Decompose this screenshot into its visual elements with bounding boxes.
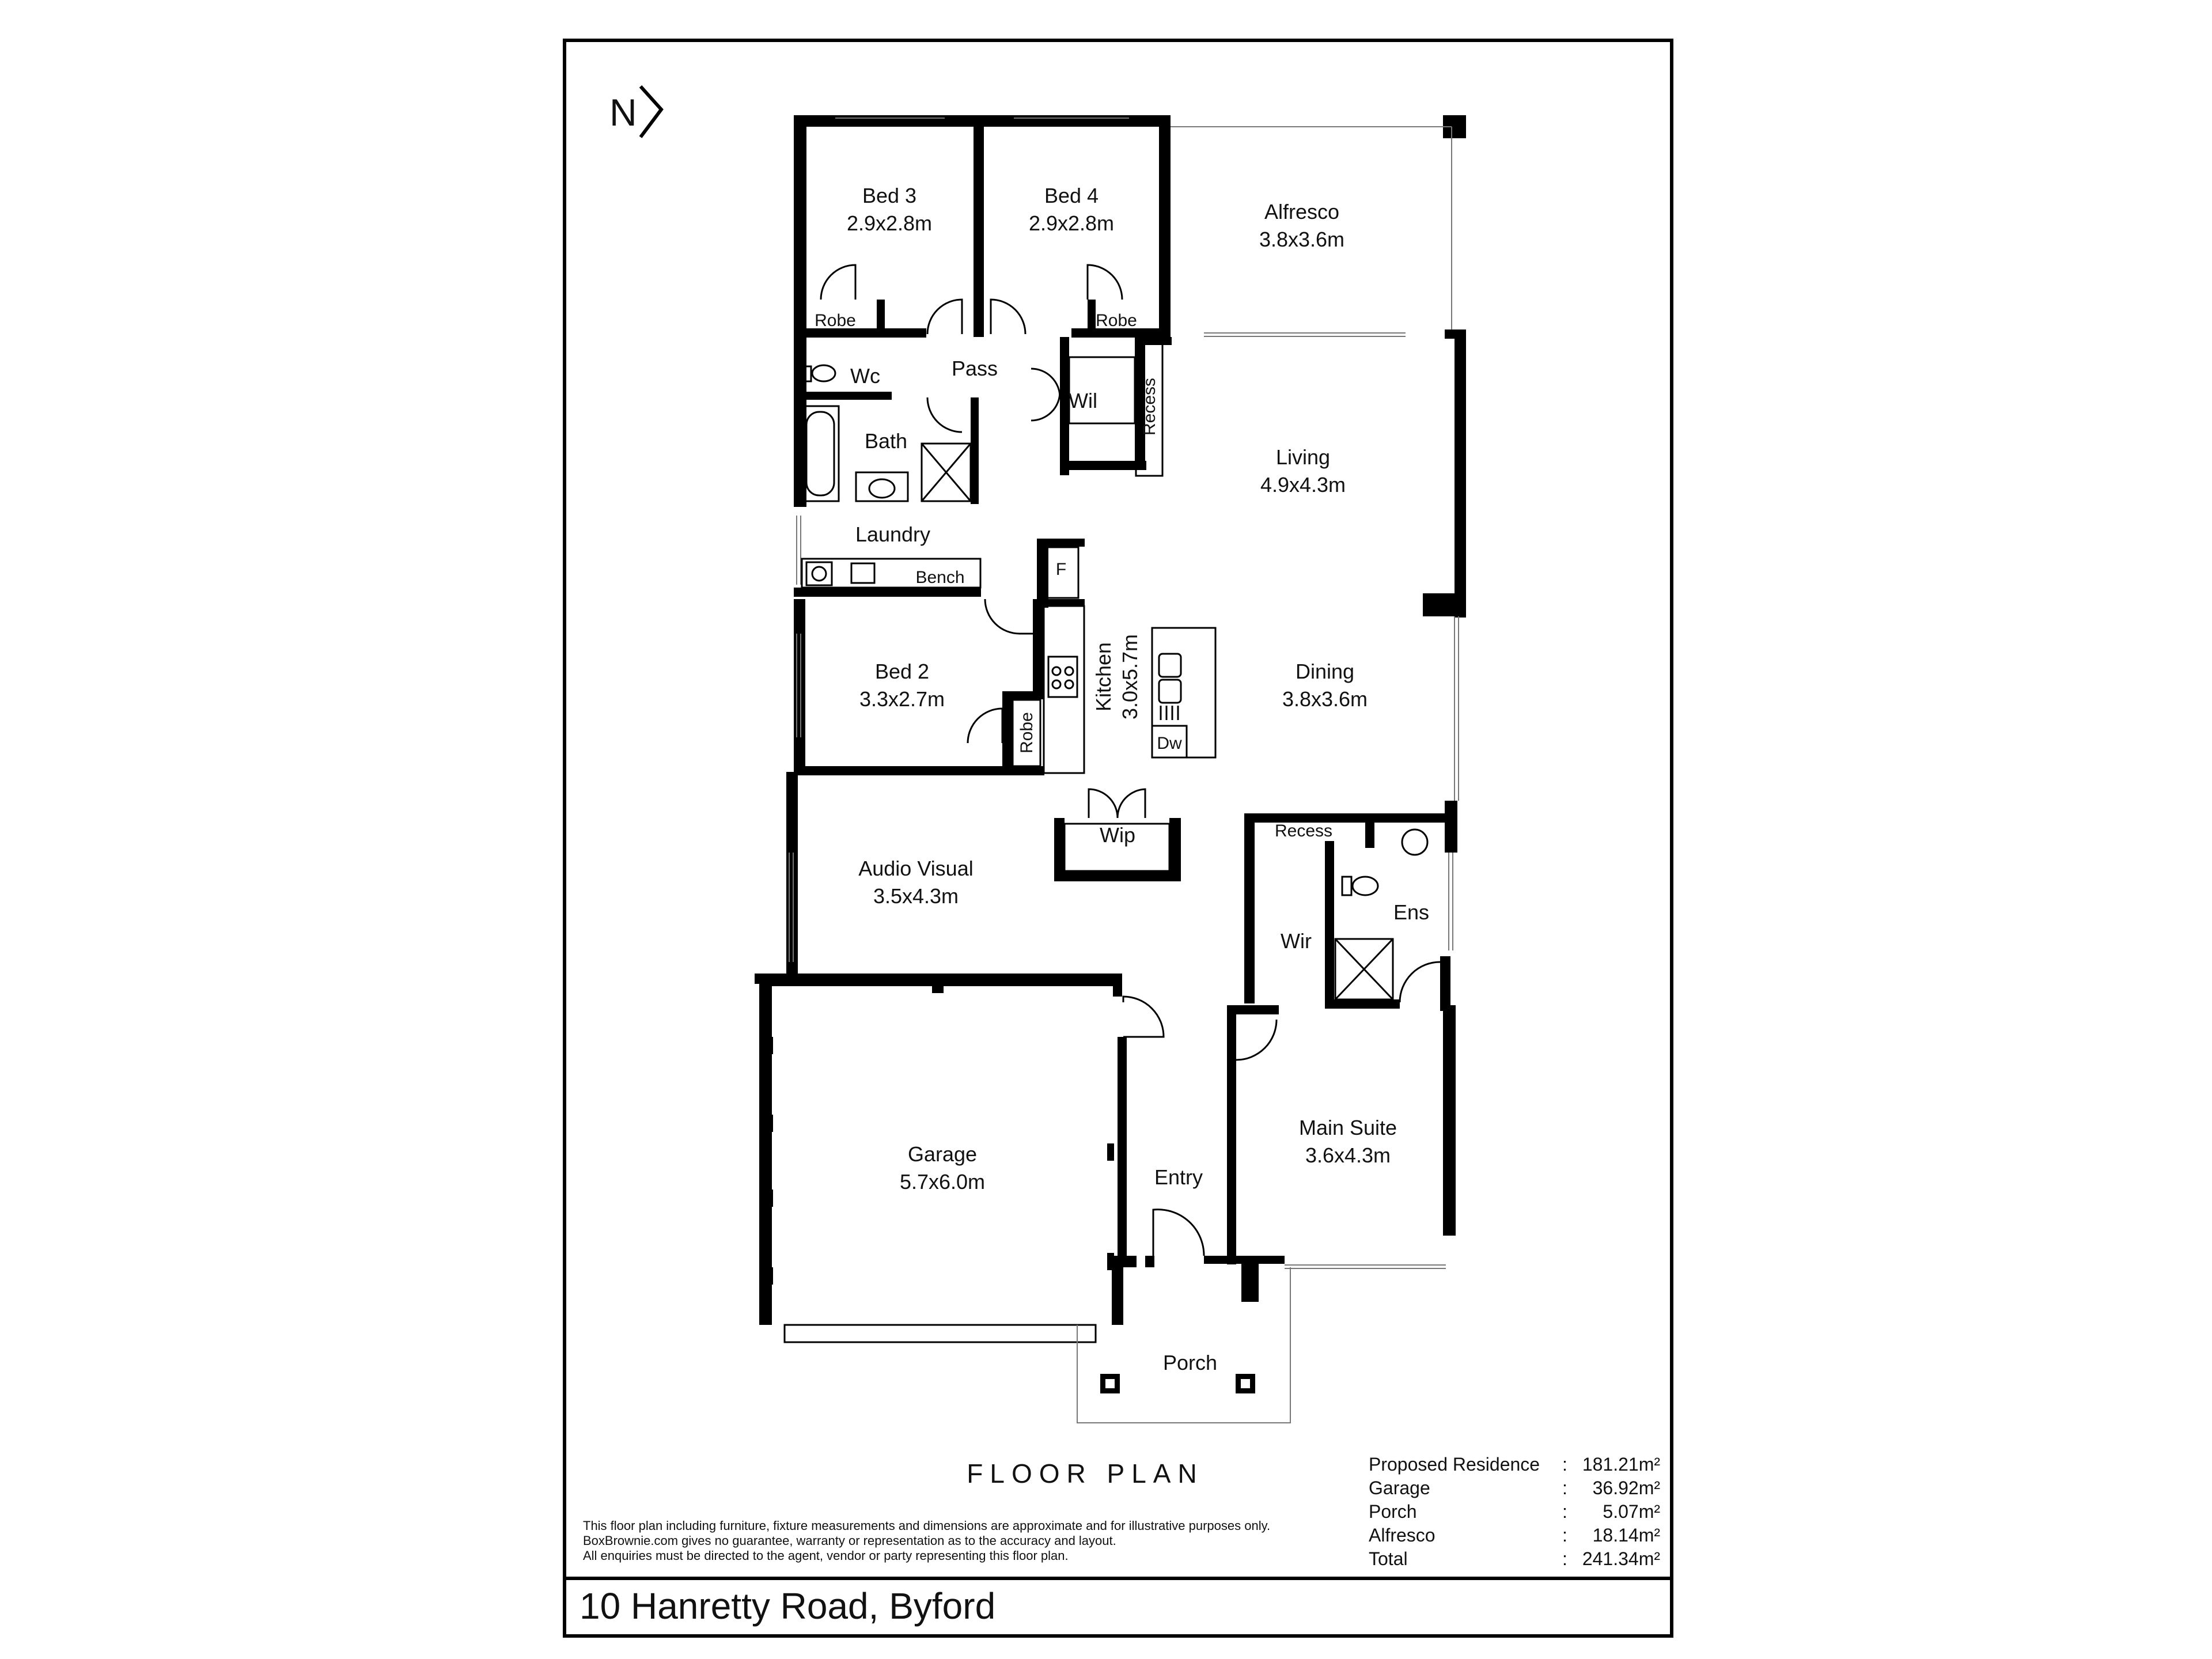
room-robe-bed4: Robe	[1096, 311, 1137, 330]
disclaimer: This floor plan including furniture, fix…	[583, 1518, 1270, 1563]
room-garage-size: 5.7x6.0m	[900, 1170, 985, 1194]
room-bed3-name: Bed 3	[862, 184, 916, 207]
room-audio-visual-size: 3.5x4.3m	[873, 884, 959, 908]
room-wip: Wip	[1100, 823, 1135, 847]
room-garage-name: Garage	[908, 1142, 977, 1166]
room-bed3-size: 2.9x2.8m	[847, 211, 932, 235]
area-label: Proposed Residence	[1369, 1454, 1540, 1475]
room-recess-living: Recess	[1140, 378, 1159, 435]
room-main-suite-name: Main Suite	[1299, 1116, 1397, 1139]
room-bed2-name: Bed 2	[875, 660, 929, 683]
room-porch: Porch	[1163, 1351, 1217, 1374]
area-separator: :	[1562, 1501, 1567, 1522]
room-wc: Wc	[850, 364, 880, 388]
room-entry: Entry	[1154, 1165, 1203, 1189]
area-label: Alfresco	[1369, 1525, 1435, 1546]
room-alfresco-size: 3.8x3.6m	[1259, 228, 1344, 251]
area-value: 181.21m²	[1582, 1454, 1661, 1475]
area-value: 18.14m²	[1593, 1525, 1661, 1546]
area-value: 241.34m²	[1582, 1548, 1661, 1569]
room-labels: Bed 3 2.9x2.8m Bed 4 2.9x2.8m Alfresco 3…	[815, 184, 1429, 1374]
area-summary: Proposed Residence : 181.21m² Garage : 3…	[1369, 1454, 1660, 1569]
disclaimer-line: BoxBrownie.com gives no guarantee, warra…	[583, 1533, 1116, 1548]
room-fridge: F	[1056, 560, 1066, 579]
property-address: 10 Hanretty Road, Byford	[579, 1585, 995, 1627]
room-wil: Wil	[1069, 389, 1097, 412]
room-living-name: Living	[1276, 445, 1330, 469]
room-robe-bed2: Robe	[1017, 712, 1036, 753]
north-arrow-icon: N	[609, 85, 664, 138]
room-wir: Wir	[1281, 929, 1312, 953]
north-label: N	[609, 91, 637, 134]
room-bench: Bench	[915, 568, 964, 587]
room-bed2-size: 3.3x2.7m	[859, 687, 945, 711]
area-separator: :	[1562, 1454, 1567, 1475]
area-separator: :	[1562, 1548, 1567, 1569]
room-main-suite-size: 3.6x4.3m	[1305, 1143, 1391, 1167]
room-dining-size: 3.8x3.6m	[1282, 687, 1368, 711]
room-pass: Pass	[952, 357, 998, 380]
area-value: 36.92m²	[1593, 1478, 1661, 1498]
doors	[820, 264, 1441, 1256]
room-laundry: Laundry	[855, 522, 930, 546]
room-robe-bed3: Robe	[815, 311, 856, 330]
room-kitchen-name: Kitchen	[1092, 642, 1115, 711]
room-kitchen-size: 3.0x5.7m	[1118, 634, 1142, 719]
area-label: Total	[1369, 1548, 1408, 1569]
area-separator: :	[1562, 1525, 1567, 1546]
room-alfresco-name: Alfresco	[1264, 200, 1339, 224]
page-frame	[563, 39, 1673, 1638]
room-recess-suite: Recess	[1275, 821, 1332, 840]
room-living-size: 4.9x4.3m	[1260, 473, 1346, 497]
room-ens: Ens	[1393, 900, 1429, 924]
room-dining-name: Dining	[1296, 660, 1354, 683]
area-value: 5.07m²	[1603, 1501, 1660, 1522]
area-label: Garage	[1369, 1478, 1430, 1498]
area-label: Porch	[1369, 1501, 1417, 1522]
room-dishwasher: Dw	[1157, 734, 1182, 753]
windows-and-fixtures	[783, 118, 1459, 1423]
area-separator: :	[1562, 1478, 1567, 1498]
room-bed4-size: 2.9x2.8m	[1029, 211, 1114, 235]
plan-title: FLOOR PLAN	[967, 1459, 1203, 1488]
disclaimer-line: All enquiries must be directed to the ag…	[583, 1548, 1069, 1563]
walls	[755, 115, 1466, 1393]
room-bed4-name: Bed 4	[1044, 184, 1099, 207]
room-audio-visual-name: Audio Visual	[858, 857, 973, 880]
room-bath: Bath	[865, 429, 907, 453]
disclaimer-line: This floor plan including furniture, fix…	[583, 1518, 1270, 1533]
